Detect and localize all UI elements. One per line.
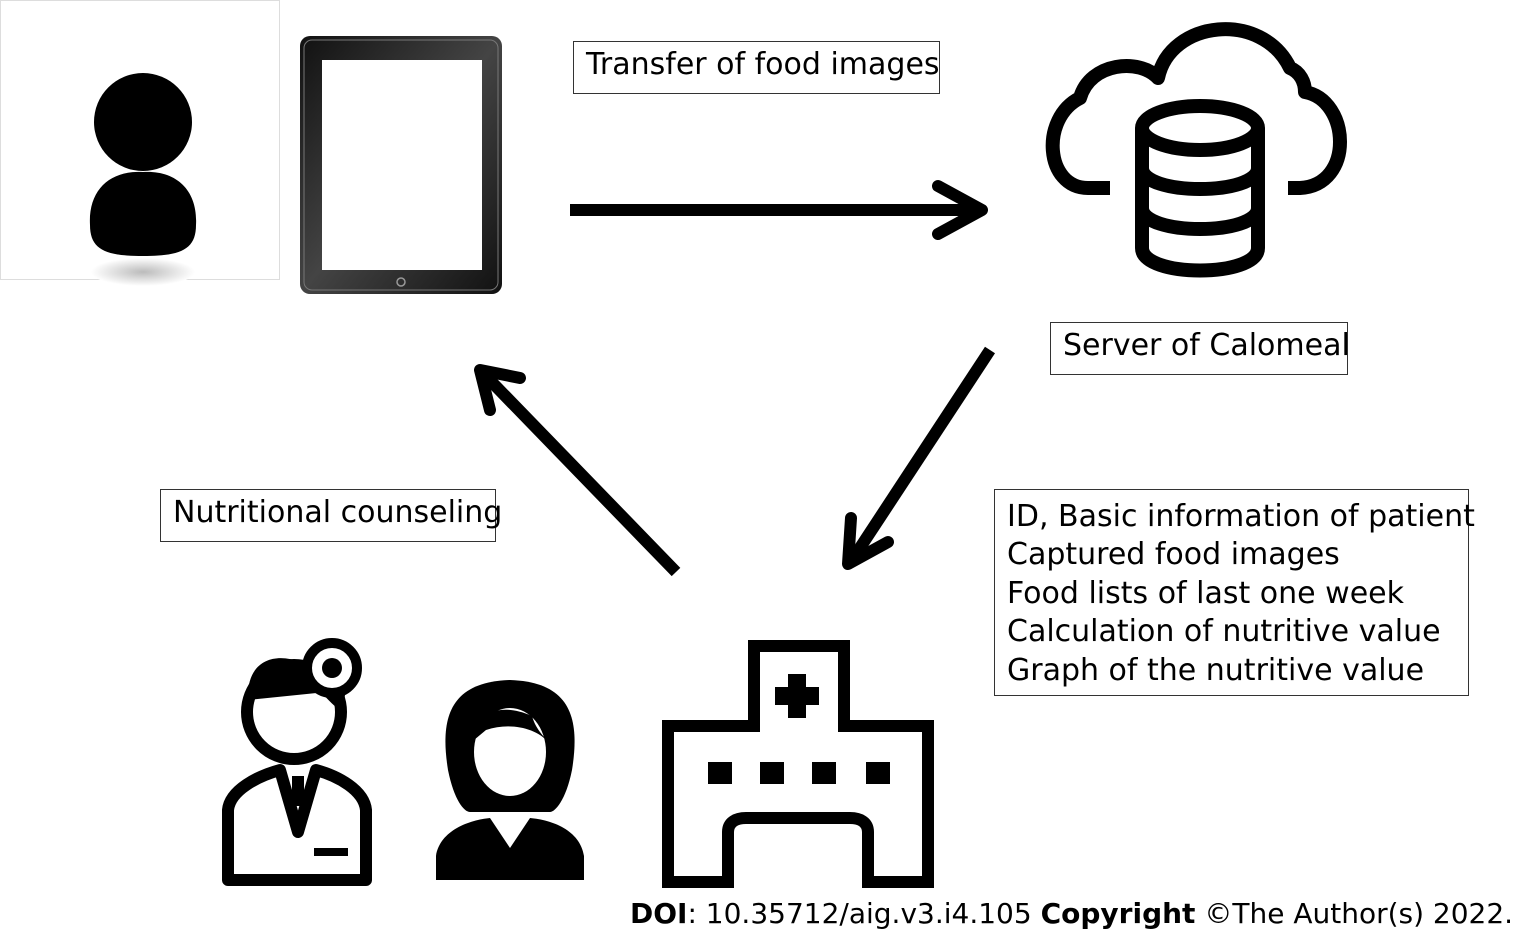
copyright-value: ©The Author(s) 2022. — [1195, 897, 1513, 930]
diagram-canvas — [89, 22, 1347, 888]
info-line: Food lists of last one week — [1007, 575, 1404, 611]
footer-citation: DOI: 10.35712/aig.v3.i4.105 Copyright ©T… — [630, 897, 1513, 930]
doi-label: DOI — [630, 897, 688, 930]
person-icon — [89, 73, 197, 286]
doi-value: : 10.35712/aig.v3.i4.105 — [687, 897, 1041, 930]
info-line: ID, Basic information of patient — [1007, 499, 1475, 534]
hospital-icon — [662, 640, 934, 888]
arrow-right-icon — [570, 180, 988, 240]
arrow-down-left-icon — [842, 346, 996, 570]
arrow-up-left-icon — [474, 364, 681, 577]
server-label: Server of Calomeal — [1050, 322, 1350, 375]
info-line: Captured food images — [1007, 537, 1340, 573]
transfer-label: Transfer of food images — [573, 41, 940, 94]
copyright-label: Copyright — [1040, 897, 1196, 930]
tablet-icon — [300, 36, 502, 294]
info-line: Graph of the nutritive value — [1007, 652, 1425, 688]
counseling-label: Nutritional counseling — [160, 489, 502, 542]
info-line: Calculation of nutritive value — [1007, 614, 1441, 650]
cloud-database-icon — [1045, 22, 1347, 278]
info-list: ID, Basic information of patient Capture… — [994, 489, 1475, 696]
woman-icon — [436, 680, 584, 880]
doctor-icon — [222, 638, 372, 886]
